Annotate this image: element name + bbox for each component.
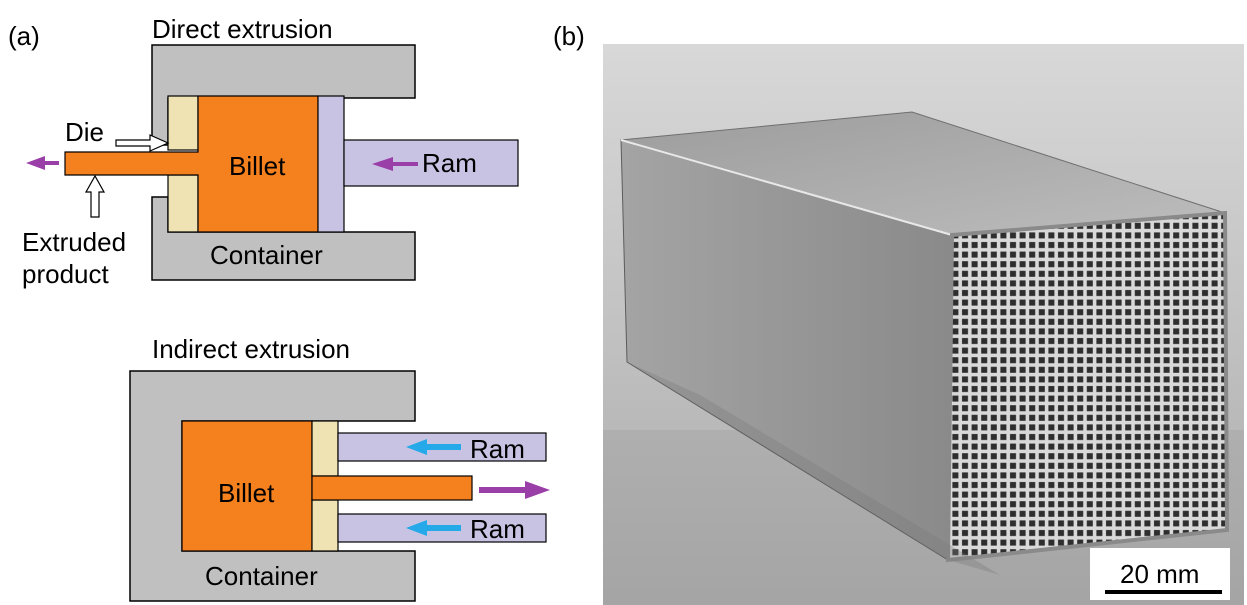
direct-extrusion-title: Direct extrusion (152, 14, 333, 44)
honeycomb-photo: 20 mm (603, 44, 1244, 605)
direct-die-lower (167, 174, 199, 233)
direct-extrusion-diagram: Direct extrusion Billet Ram Die Extruded… (22, 14, 519, 289)
direct-ram (343, 139, 519, 187)
indirect-billet (181, 420, 313, 552)
direct-ram-arrow (372, 157, 418, 171)
indirect-ram-bottom-label: Ram (470, 514, 525, 544)
indirect-product (311, 475, 473, 501)
direct-ram-label: Ram (422, 148, 477, 178)
indirect-ram-top (337, 432, 547, 462)
indirect-ram-bottom-arrow (406, 520, 461, 536)
direct-die-upper (167, 95, 199, 151)
indirect-extrusion-title: Indirect extrusion (152, 334, 350, 364)
indirect-container-label: Container (205, 561, 318, 591)
scale-bar-label: 20 mm (1120, 559, 1199, 589)
indirect-die-lower (311, 499, 339, 552)
panel-b-label: (b) (553, 21, 585, 51)
indirect-product-arrow (479, 481, 550, 499)
direct-billet-label: Billet (229, 151, 286, 181)
direct-ram-plate (317, 95, 345, 233)
direct-container-label: Container (210, 240, 323, 270)
indirect-extrusion-diagram: Indirect extrusion Billet Ram Ram Contai… (129, 334, 550, 602)
die-pointer-arrow (115, 134, 170, 152)
product-pointer-arrow (84, 174, 106, 218)
panel-a-label: (a) (8, 21, 40, 51)
direct-product-label-line2: product (22, 259, 109, 289)
direct-product-arrow (26, 156, 59, 170)
direct-die-label: Die (65, 117, 104, 147)
indirect-ram-top-label: Ram (470, 434, 525, 464)
direct-product-label-line1: Extruded (22, 227, 126, 257)
indirect-billet-label: Billet (218, 478, 275, 508)
indirect-die-upper (311, 420, 339, 477)
indirect-ram-top-arrow (406, 439, 461, 455)
